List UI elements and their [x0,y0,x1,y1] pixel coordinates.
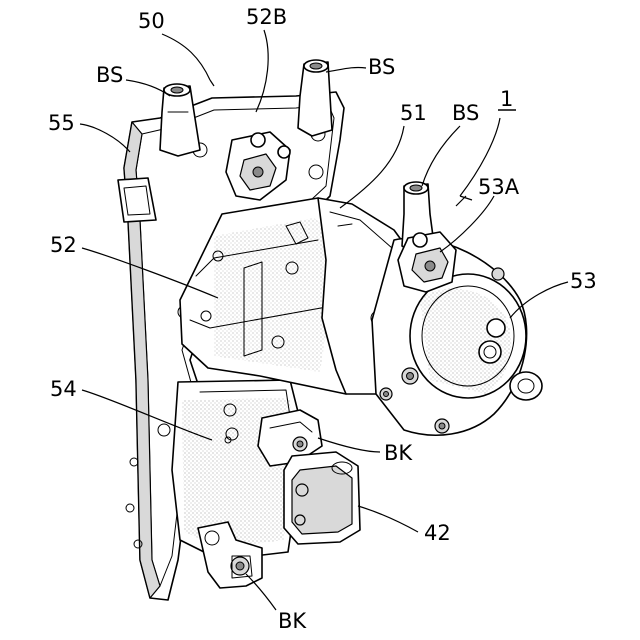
component-42 [284,452,360,544]
leader-50-tip [210,80,214,86]
lower-housing [172,380,300,560]
leader-1-arrow [456,196,472,206]
leader-BK-bottom [246,574,276,610]
label-BK-bottom: BK [278,609,307,633]
label-52: 52 [50,233,77,257]
label-55: 55 [48,111,75,135]
leader-42 [358,506,418,532]
label-BS-topleft: BS [96,63,123,87]
connector-53A [398,232,456,292]
end-housing [372,238,542,435]
boss-left [160,84,200,156]
label-53A: 53A [478,175,520,199]
label-BS-topright: BS [368,55,395,79]
label-1: 1 [500,87,513,111]
label-50: 50 [138,9,165,33]
label-42: 42 [424,521,451,545]
label-54: 54 [50,377,77,401]
label-53: 53 [570,269,597,293]
leader-50 [162,34,210,80]
leader-BK-mid [318,438,380,452]
leader-55 [80,124,130,152]
leader-51 [340,126,404,208]
label-BS-mid: BS [452,101,479,125]
leader-BS-mid [422,126,460,186]
leader-BS-topright [326,67,366,72]
label-BK-mid: BK [384,441,413,465]
label-52B: 52B [246,5,287,29]
label-51: 51 [400,101,427,125]
